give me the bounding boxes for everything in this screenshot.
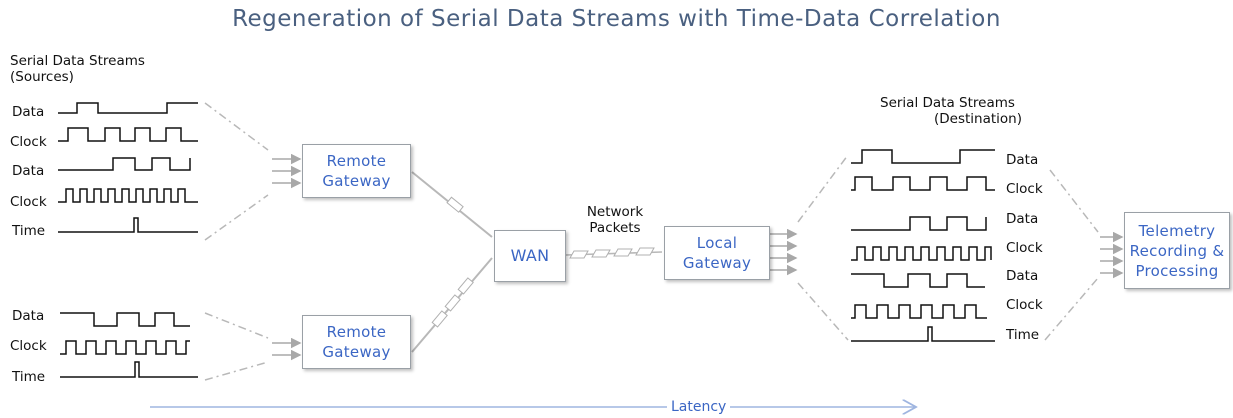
destination-waveforms (851, 149, 995, 342)
source1-label-clock2: Clock (10, 194, 47, 210)
source1-label-data1: Data (12, 104, 45, 120)
source2-data-wave (60, 312, 190, 327)
source1-label-data2: Data (12, 163, 45, 179)
remote-gateway-2-box: Remote Gateway (302, 315, 411, 369)
local-gateway-box: Local Gateway (664, 226, 770, 280)
source1-label-clock1: Clock (10, 134, 47, 150)
telemetry-input-arrows (1100, 231, 1124, 279)
remote1-input-arrows (272, 153, 302, 189)
source2-clock-wave (60, 340, 190, 355)
dest-clock2-wave (851, 246, 992, 261)
dest-time-wave (851, 326, 995, 342)
dest-label-clock2: Clock (1006, 240, 1043, 256)
source2-waveforms (60, 312, 198, 378)
network-packets-label: Network Packets (586, 204, 644, 236)
local-output-arrows (770, 228, 798, 276)
source1-clock1-wave (58, 127, 198, 142)
source2-label-time: Time (12, 369, 46, 385)
dest-label-data2: Data (1006, 211, 1039, 227)
remote-gateway-1-box: Remote Gateway (302, 144, 411, 198)
latency-label: Latency (667, 399, 731, 415)
source2-label-data: Data (12, 308, 45, 324)
sources-heading: Serial Data Streams (Sources) (10, 53, 145, 85)
dest-label-time: Time (1006, 327, 1040, 343)
source1-data1-wave (58, 102, 198, 114)
dest-clock3-wave (851, 304, 987, 319)
source2-time-wave (60, 361, 198, 378)
remote2-input-arrows (272, 337, 302, 361)
source1-waveforms (58, 102, 198, 233)
link-packets (431, 196, 474, 328)
dest-label-clock1: Clock (1006, 181, 1043, 197)
source-connectors (204, 102, 269, 381)
source1-clock2-wave (58, 188, 198, 203)
dest-label-clock3: Clock (1006, 297, 1043, 313)
telemetry-box: Telemetry Recording & Processing (1124, 212, 1230, 289)
source2-label-clock: Clock (10, 338, 47, 354)
telemetry-connectors (1044, 169, 1099, 341)
dest-label-data1: Data (1006, 152, 1039, 168)
dest-label-data3: Data (1006, 268, 1039, 284)
diagram-title: Regeneration of Serial Data Streams with… (232, 6, 1001, 32)
destination-connectors (797, 154, 849, 341)
network-packets (565, 247, 663, 259)
dest-data1-wave (851, 149, 995, 164)
source1-time-wave (58, 217, 198, 233)
wan-box: WAN (494, 230, 566, 282)
source1-data2-wave (58, 157, 191, 171)
destination-heading: Serial Data Streams (Destination) (880, 95, 1023, 127)
dest-clock1-wave (851, 176, 995, 191)
dest-data2-wave (851, 216, 987, 231)
dest-data3-wave (851, 273, 985, 288)
source1-label-time: Time (12, 223, 46, 239)
